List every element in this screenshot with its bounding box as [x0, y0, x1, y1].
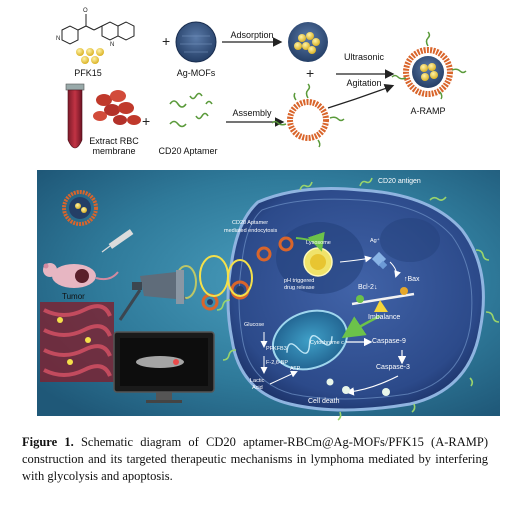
syringe-icon — [101, 229, 134, 253]
plus-1: + — [162, 33, 170, 49]
assembly-label: Assembly — [232, 108, 272, 118]
agitation-label: Agitation — [346, 78, 382, 88]
figure-label: Figure 1. — [22, 435, 74, 449]
ag-mof-particle — [175, 21, 217, 63]
tumor-vessels — [40, 302, 114, 382]
glycolysis-pathway — [260, 332, 298, 385]
ag-mofs-label: Ag-MOFs — [176, 68, 216, 78]
test-tube-icon — [65, 83, 85, 149]
tumor-label: Tumor — [62, 292, 85, 301]
lactic-acid-label-line2: Acid — [252, 385, 263, 391]
pfk15-molecule: N O N — [56, 8, 135, 48]
cell-death-label: Cell death — [308, 398, 340, 405]
rbc-cells — [93, 90, 141, 125]
ultrasonic-label: Ultrasonic — [343, 52, 385, 62]
adsorption-label: Adsorption — [230, 30, 274, 40]
cd20-mediated-label-line2: mediated endocytosis — [224, 228, 278, 234]
pfk15-label: PFK15 — [74, 68, 102, 78]
svg-text:N: N — [110, 42, 114, 48]
lysosome — [303, 247, 333, 277]
lactic-acid-label-line1: Lactic — [250, 378, 265, 384]
cd20-aptamer-icons — [169, 92, 213, 128]
atp-label: ATP — [290, 366, 301, 372]
rbc-membrane-vesicle — [271, 83, 345, 148]
cd20-antigen-label: CD20 antigen — [378, 178, 421, 185]
pfk15-particles — [76, 48, 104, 64]
loaded-mof — [288, 22, 328, 62]
a-ramp-label: A-RAMP — [410, 106, 446, 116]
cytochrome-label: Cytochrome c — [310, 340, 344, 346]
lysosome-label: Lysosome — [306, 240, 331, 246]
mouse-icon — [43, 263, 119, 288]
a-ramp-particle — [391, 31, 467, 100]
cd20-mediated-label-line1: CD20 Aptamer — [232, 220, 269, 226]
figure-caption-text: Schematic diagram of CD20 aptamer-RBCm@A… — [22, 435, 488, 483]
bcl2-label: Bcl-2↓ — [358, 284, 378, 291]
cd20-aptamer-label: CD20 Aptamer — [158, 146, 218, 156]
svg-text:N: N — [56, 36, 60, 42]
ph-trigger-label-line2: drug release — [284, 285, 315, 291]
bax-label: ↑Bax — [404, 276, 420, 283]
ph-trigger-label-line1: pH triggered — [284, 278, 315, 284]
extract-rbc-label-line2: membrane — [92, 146, 136, 156]
ag-ion-icon — [371, 251, 388, 270]
figure-caption: Figure 1. Schematic diagram of CD20 apta… — [22, 434, 488, 485]
pfkfb3-label: PFKFB3 — [266, 346, 287, 352]
f26bp-label: F-2,6-BP — [266, 360, 289, 366]
cell-death-icons — [326, 378, 390, 396]
plus-3: + — [142, 113, 150, 129]
imaging-device-icon — [118, 270, 186, 321]
extract-rbc-label-line1: Extract RBC — [89, 136, 139, 146]
caspase9-label: Caspase-9 — [372, 338, 406, 345]
svg-text:O: O — [83, 8, 88, 14]
glucose-label: Glucose — [244, 322, 265, 328]
approaching-a-ramp — [62, 190, 294, 311]
membrane-aptamers — [216, 177, 500, 421]
imbalance-label: Imbalance — [368, 314, 401, 321]
mitochondrion — [272, 309, 348, 371]
caspase3-label: Caspase-3 — [376, 364, 410, 371]
imbalance-seesaw — [351, 287, 415, 312]
imaging-monitor-icon — [113, 331, 215, 403]
plus-2: + — [306, 65, 314, 81]
ag-ion-label: Ag⁺ — [370, 238, 380, 244]
